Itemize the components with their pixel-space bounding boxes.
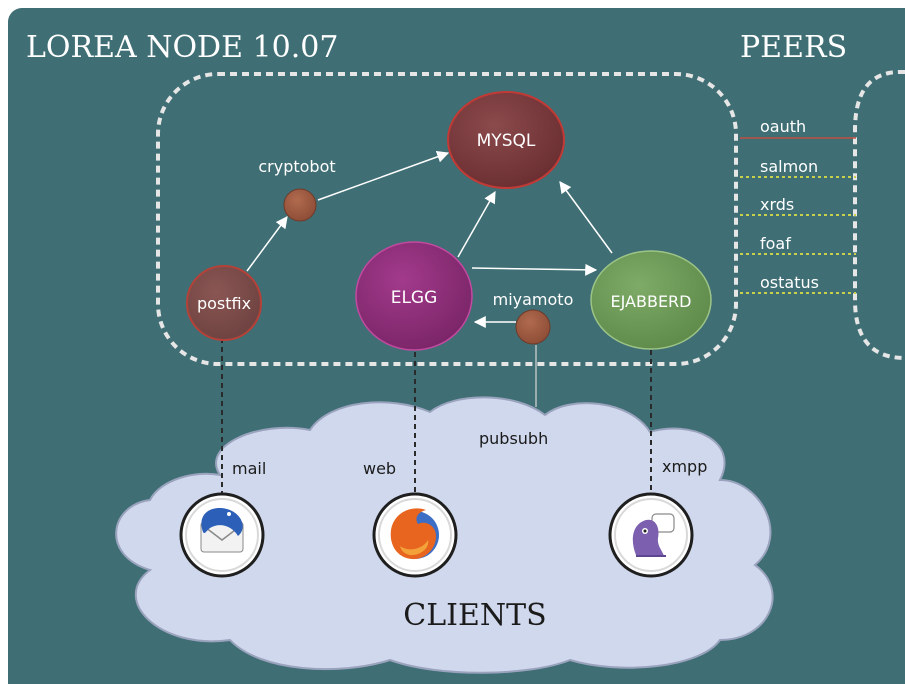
miyamoto-node: miyamoto: [493, 290, 574, 345]
mysql-label: MYSQL: [477, 131, 536, 151]
ejabberd-node: EJABBERD: [590, 250, 712, 350]
link-label-web: web: [363, 459, 396, 478]
arrow-elgg-mysql: [457, 190, 496, 258]
thunderbird-icon[interactable]: [179, 492, 265, 578]
link-label-mail: mail: [232, 459, 266, 478]
arrow-elgg-ejabberd: [471, 263, 598, 276]
peers-title: PEERS: [740, 30, 847, 65]
protocol-oauth: oauth: [760, 117, 806, 136]
pidgin-icon[interactable]: [608, 492, 694, 578]
arrow-postfix-cryptobot: [246, 216, 288, 272]
arrow-cryptobot-mysql: [317, 151, 450, 201]
arrow-ejabberd-mysql: [559, 181, 613, 254]
link-label-xmpp: xmpp: [662, 457, 707, 476]
ejabberd-label: EJABBERD: [611, 292, 692, 311]
protocol-salmon: salmon: [760, 157, 818, 176]
link-label-pubsubh: pubsubh: [479, 429, 548, 448]
peer-boundary: [853, 70, 905, 360]
miyamoto-label: miyamoto: [493, 290, 574, 309]
postfix-node: postfix: [186, 265, 262, 341]
protocol-xrds: xrds: [760, 195, 794, 214]
elgg-label: ELGG: [391, 288, 438, 308]
protocol-ostatus: ostatus: [760, 273, 819, 292]
elgg-node: ELGG: [355, 241, 473, 351]
cryptobot-node: cryptobot: [258, 157, 336, 222]
clients-title: CLIENTS: [403, 598, 546, 633]
cryptobot-label: cryptobot: [258, 157, 335, 176]
postfix-label: postfix: [197, 294, 251, 313]
mysql-node: MYSQL: [447, 91, 565, 189]
protocol-foaf: foaf: [760, 234, 791, 253]
diagram-title: LOREA NODE 10.07: [26, 30, 338, 65]
firefox-icon[interactable]: [372, 492, 458, 578]
node-boundary: [156, 72, 738, 366]
